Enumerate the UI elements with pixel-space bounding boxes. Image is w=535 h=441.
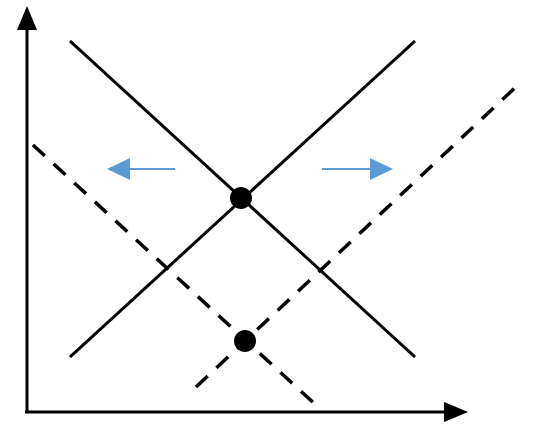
shifted-supply-line (194, 82, 521, 389)
new-equilibrium-point (234, 330, 256, 352)
demand-shift-left-arrow (107, 158, 175, 180)
supply-shift-right-arrow (322, 158, 393, 180)
original-equilibrium-point (230, 187, 252, 209)
x-axis-arrowhead (444, 402, 468, 422)
y-axis-arrowhead (17, 6, 37, 30)
axes (17, 6, 468, 422)
shifted-demand-line (31, 143, 319, 408)
